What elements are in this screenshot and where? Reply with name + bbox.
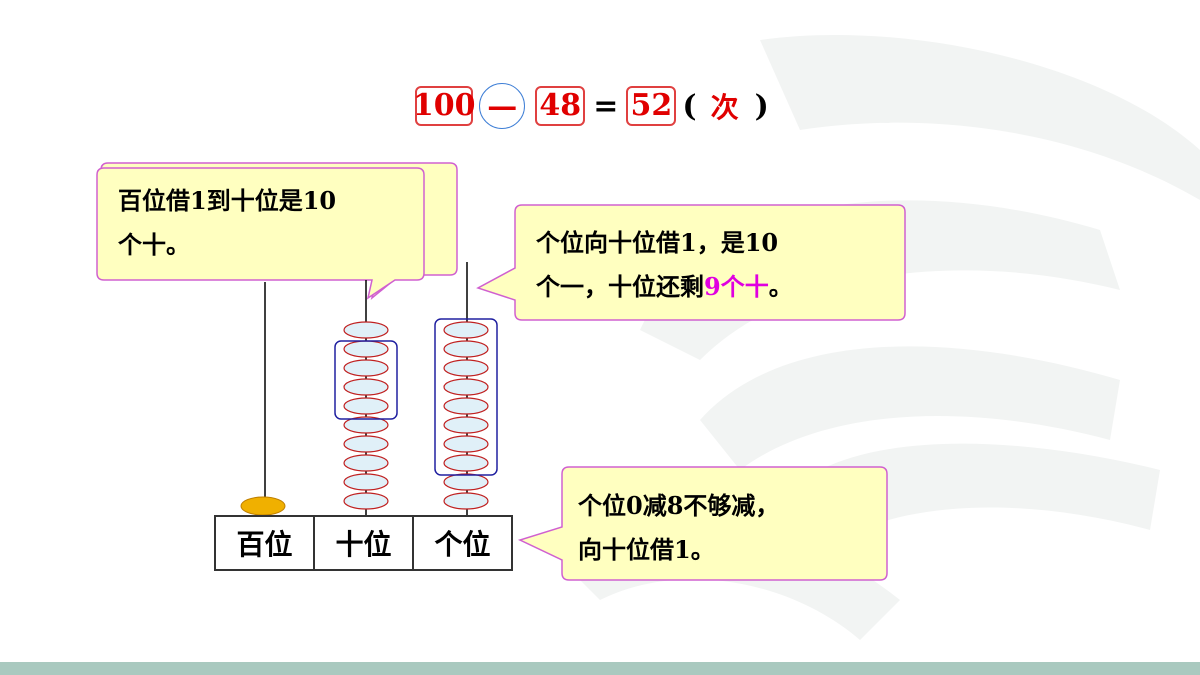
bubble-cannot-line1: 个位0减8不够减，	[578, 491, 780, 520]
equation: 100 — 48 = 52 ( 次 )	[392, 82, 792, 130]
subtrahend-box: 48	[535, 86, 586, 126]
label-ones: 个位	[412, 515, 513, 571]
beads-tens	[343, 321, 389, 510]
bubble-ones-borrow	[476, 204, 906, 321]
group-box-ones	[434, 318, 498, 476]
unit-label: 次	[710, 91, 739, 124]
footer-bar	[0, 662, 1200, 675]
bubble-cannot-line2: 向十位借1。	[578, 535, 715, 564]
paren-close: )	[754, 88, 769, 124]
bubble-ones-highlight: 9个十	[704, 272, 769, 301]
bead-hundreds	[240, 496, 286, 516]
label-tens: 十位	[313, 515, 414, 571]
bubble-ones-text: 个位向十位借1，是10 个一，十位还剩9个十。	[536, 221, 793, 309]
operator-circle: —	[479, 83, 526, 129]
equals-sign: =	[593, 88, 619, 124]
bubble-cannot-subtract	[517, 466, 888, 581]
bubble-ones-line2: 个一，十位还剩9个十。	[536, 265, 793, 309]
bubble-hundreds-text: 百位借1到十位是10 个十。	[118, 179, 336, 267]
beads-ones	[443, 321, 489, 510]
bubble-ones-line2-suffix: 。	[768, 272, 793, 301]
group-box-tens	[334, 340, 398, 420]
place-value-table: 百位 十位 个位	[214, 515, 513, 571]
bubble-hundreds-borrow	[96, 162, 458, 301]
paren-open: (	[682, 88, 697, 124]
label-hundreds: 百位	[214, 515, 315, 571]
bubble-hundreds-line2: 个十。	[118, 230, 190, 259]
result-box: 52	[626, 86, 677, 126]
bubble-hundreds-line1: 百位借1到十位是10	[118, 186, 337, 215]
bubble-cannot-text: 个位0减8不够减， 向十位借1。	[578, 484, 779, 572]
place-value-row: 百位 十位 个位	[214, 515, 513, 571]
minuend-box: 100	[413, 86, 476, 126]
bubble-ones-line1: 个位向十位借1，是10	[536, 228, 779, 257]
bubble-ones-line2-prefix: 个一，十位还剩	[536, 272, 704, 301]
